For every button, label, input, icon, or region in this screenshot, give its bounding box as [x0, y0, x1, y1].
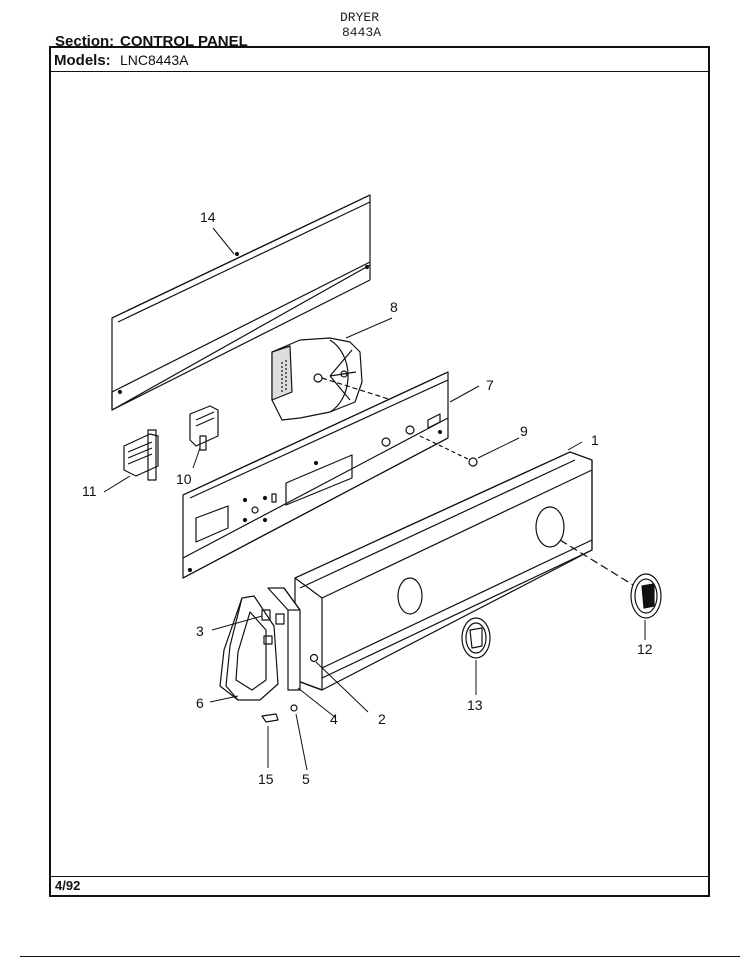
page-bottom-rule	[20, 956, 740, 957]
models-value: LNC8443A	[120, 52, 189, 68]
product-code: 8443A	[342, 25, 382, 40]
part-8-timer	[271, 337, 399, 421]
callout-3: 3	[196, 623, 204, 639]
footer-divider	[49, 876, 710, 877]
callout-11: 11	[82, 483, 97, 499]
product-type: DRYER	[340, 10, 380, 25]
part-14-rear-panel	[111, 194, 371, 411]
callout-1: 1	[591, 432, 599, 448]
callout-8: 8	[390, 299, 398, 315]
callout-7: 7	[486, 377, 494, 393]
part-12-knob	[630, 573, 662, 619]
callout-9: 9	[520, 423, 528, 439]
part-10-switch	[189, 405, 219, 451]
part-2-screw	[309, 653, 319, 663]
callout-13: 13	[467, 697, 483, 713]
callout-12: 12	[637, 641, 653, 657]
part-13-knob	[461, 617, 491, 659]
section-label: Section:	[55, 33, 115, 50]
part-7-panel-bracket	[182, 371, 449, 579]
section-value: CONTROL PANEL	[120, 33, 248, 50]
part-9-screw	[419, 435, 478, 467]
callout-4: 4	[330, 711, 338, 727]
callout-2: 2	[378, 711, 386, 727]
callout-14: 14	[200, 209, 216, 225]
models-label: Models:	[54, 52, 111, 69]
callout-labels: 1 2 3 4 5 6 7 8 9 10 11 12 13 14 15	[82, 209, 653, 787]
part-11-switch	[123, 429, 159, 481]
diagram-frame	[49, 46, 710, 897]
part-15-clip	[261, 713, 279, 723]
callout-10: 10	[176, 471, 192, 487]
footer-date: 4/92	[55, 878, 81, 893]
callout-6: 6	[196, 695, 204, 711]
leader-lines	[103, 227, 646, 771]
models-divider	[49, 71, 710, 72]
callout-5: 5	[302, 771, 310, 787]
part-6-endcap	[219, 595, 279, 701]
part-5-screw	[290, 704, 298, 712]
callout-15: 15	[258, 771, 274, 787]
